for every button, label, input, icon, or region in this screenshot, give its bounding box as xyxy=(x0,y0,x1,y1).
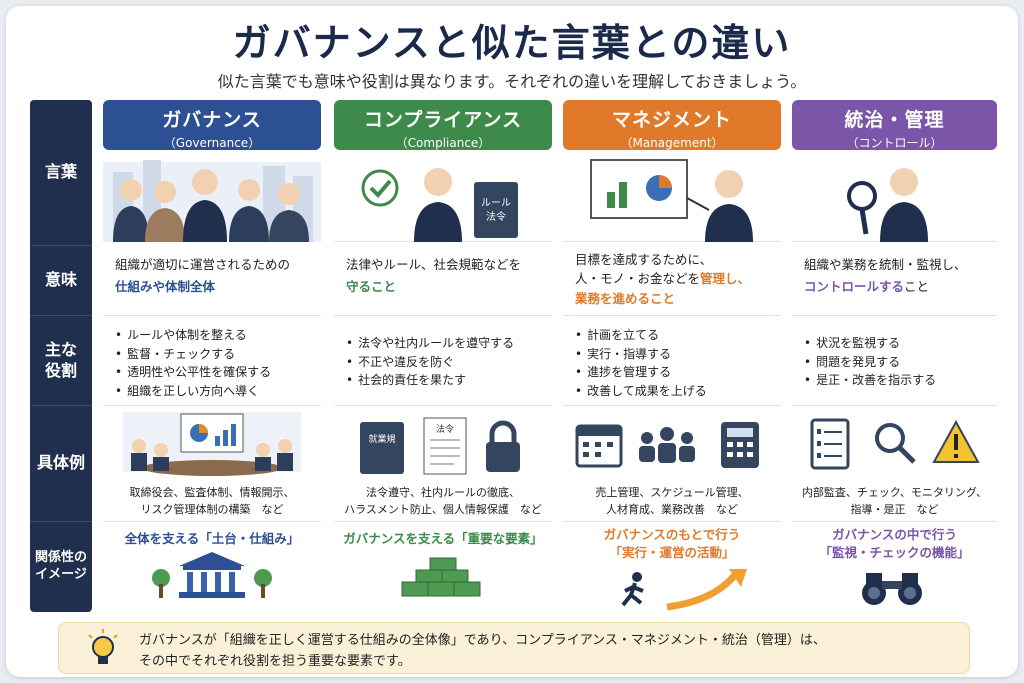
magnifier-icon xyxy=(875,423,905,453)
page-title: ガバナンスと似た言葉との違い xyxy=(232,21,792,65)
relation-text: ガバナンスの中で行う 「監視・チェックの機能」 xyxy=(819,527,970,560)
building-blocks-icon xyxy=(401,557,481,596)
compliance-person-icon: ルール 法令 xyxy=(361,168,518,242)
meaning-tail: こと xyxy=(904,278,930,294)
presenter-chart-icon xyxy=(590,159,753,242)
term-english: （コントロール） xyxy=(846,136,943,150)
examples-governance: 取締役会、監査体制、情報開示、 リスク管理体制の構築 など xyxy=(103,406,321,522)
meaning-compliance: 法律やルール、社会規範などを 守ること xyxy=(334,246,552,316)
role-item: 是正・改善を指示する xyxy=(804,371,997,390)
role-item: 状況を監視する xyxy=(804,334,997,353)
relation-control: ガバナンスの中で行う 「監視・チェックの機能」 xyxy=(792,522,997,612)
row-label-relation: 関係性の イメージ xyxy=(34,550,87,582)
building-foundation-icon xyxy=(152,551,272,598)
role-item: ルールや体制を整える xyxy=(115,326,321,345)
meaning-management: 目標を達成するために、 人・モノ・お金などを管理し、 業務を進めること xyxy=(563,246,781,316)
role-item: 組織を正しい方向へ導く xyxy=(115,382,321,401)
meaning-governance: 組織が適切に運営されるための 仕組みや体制全体 xyxy=(103,246,321,316)
role-item: 透明性や公平性を確保する xyxy=(115,363,321,382)
summary-note: ガバナンスが「組織を正しく運営する仕組みの全体像」であり、コンプライアンス・マネ… xyxy=(58,622,970,674)
term-english: （Management） xyxy=(620,136,724,150)
meaning-highlight: コントロールする xyxy=(804,278,905,294)
examples-text: 内部監査、チェック、モニタリング、 指導・是正 など xyxy=(801,486,988,517)
term-name: コンプライアンス xyxy=(363,109,523,131)
svg-text:ルール: ルール xyxy=(481,198,511,209)
relation-governance: 全体を支える「土台・仕組み」 xyxy=(103,522,321,612)
role-item: 法令や社内ルールを遵守する xyxy=(346,334,552,353)
row-label-roles: 主な 役割 xyxy=(30,316,92,406)
row-label-examples: 具体例 xyxy=(30,406,92,522)
svg-text:法令: 法令 xyxy=(486,210,506,223)
relation-text: ガバナンスを支える「重要な要素」 xyxy=(343,531,543,546)
header-governance: ガバナンス （Governance） xyxy=(103,100,321,150)
meaning-highlight: 仕組みや体制全体 xyxy=(115,278,216,294)
illustration-control xyxy=(792,152,997,242)
term-english: （Compliance） xyxy=(395,136,491,150)
role-item: 不正や違反を防ぐ xyxy=(346,353,552,372)
audit-tools-icon xyxy=(810,418,980,470)
meaning-control: 組織や業務を統制・監視し、 コントロールすること xyxy=(792,246,997,316)
illustration-management xyxy=(563,152,781,242)
illustration-governance xyxy=(103,152,321,242)
executives-group-icon xyxy=(103,160,321,242)
roles-control: 状況を監視する 問題を発見する 是正・改善を指示する xyxy=(792,316,997,406)
relation-text: 全体を支える「土台・仕組み」 xyxy=(124,531,300,546)
role-item: 社会的責任を果たす xyxy=(346,371,552,390)
board-meeting-icon xyxy=(123,412,301,476)
row-label-column: 言葉 意味 主な 役割 具体例 関係性の イメージ xyxy=(30,100,92,612)
meaning-text: 法律やルール、社会規範などを xyxy=(346,257,522,272)
examples-text: 売上管理、スケジュール管理、 人材育成、業務改善 など xyxy=(595,486,749,517)
column-control: 統治・管理 （コントロール） 組織や業務を統制・監視し、 コントロールすること … xyxy=(792,100,1010,612)
header-compliance: コンプライアンス （Compliance） xyxy=(334,100,552,150)
column-compliance: コンプライアンス （Compliance） ルール 法令 法律やルール、社会規範… xyxy=(334,100,552,612)
svg-text:就業規: 就業規 xyxy=(368,433,395,445)
meaning-text: 目標を達成するために、 人・モノ・お金などを xyxy=(575,252,713,287)
summary-text: ガバナンスが「組織を正しく運営する仕組みの全体像」であり、コンプライアンス・マネ… xyxy=(139,633,826,669)
page-subtitle: 似た言葉でも意味や役割は異なります。それぞれの違いを理解しておきましょう。 xyxy=(217,72,807,91)
relation-management: ガバナンスのもとで行う 「実行・運営の活動」 xyxy=(563,522,781,612)
relation-compliance: ガバナンスを支える「重要な要素」 xyxy=(334,522,552,612)
examples-text: 法令遵守、社内ルールの徹底、 ハラスメント防止、個人情報保護 など xyxy=(344,486,542,517)
row-label-meaning: 意味 xyxy=(30,246,92,316)
binoculars-icon xyxy=(862,573,922,605)
meaning-highlight: 管理し、 業務を進めること xyxy=(575,271,751,306)
header-management: マネジメント （Management） xyxy=(563,100,781,150)
role-item: 実行・指導する xyxy=(575,345,781,364)
meaning-highlight: 守ること xyxy=(346,278,397,294)
examples-compliance: 就業規 法令 法令遵守、社内ルールの徹底、 ハラスメント防止、個人情報保護 など xyxy=(334,406,552,522)
term-name: マネジメント xyxy=(611,109,732,131)
management-tools-icon xyxy=(575,422,759,468)
illustration-compliance: ルール 法令 xyxy=(334,152,552,242)
term-name: 統治・管理 xyxy=(844,109,945,131)
term-name: ガバナンス xyxy=(162,109,262,131)
role-item: 監督・チェックする xyxy=(115,345,321,364)
role-item: 問題を発見する xyxy=(804,353,997,372)
magnifier-person-icon xyxy=(847,168,928,242)
roles-governance: ルールや体制を整える 監督・チェックする 透明性や公平性を確保する 組織を正しい… xyxy=(103,316,321,406)
role-item: 進捗を管理する xyxy=(575,363,781,382)
meaning-text: 組織や業務を統制・監視し、 xyxy=(804,257,967,272)
term-english: （Governance） xyxy=(163,136,261,150)
header-control: 統治・管理 （コントロール） xyxy=(792,100,997,150)
role-item: 計画を立てる xyxy=(575,326,781,345)
examples-management: 売上管理、スケジュール管理、 人材育成、業務改善 など xyxy=(563,406,781,522)
roles-management: 計画を立てる 実行・指導する 進捗を管理する 改善して成果を上げる xyxy=(563,316,781,406)
meaning-text: 組織が適切に運営されるための xyxy=(115,257,291,272)
role-item: 改善して成果を上げる xyxy=(575,382,781,401)
row-label-word: 言葉 xyxy=(30,100,92,246)
relation-text: ガバナンスのもとで行う 「実行・運営の活動」 xyxy=(603,527,741,560)
roles-compliance: 法令や社内ルールを遵守する 不正や違反を防ぐ 社会的責任を果たす xyxy=(334,316,552,406)
examples-control: 内部監査、チェック、モニタリング、 指導・是正 など xyxy=(792,406,997,522)
rulebook-icon xyxy=(474,182,518,238)
lock-icon xyxy=(486,442,520,472)
running-arrow-icon xyxy=(621,569,747,611)
examples-text: 取締役会、監査体制、情報開示、 リスク管理体制の構築 など xyxy=(129,486,295,517)
svg-text:法令: 法令 xyxy=(436,423,454,435)
rules-documents-icon: 就業規 法令 xyxy=(360,417,520,475)
column-management: マネジメント （Management） 目標を達成するために、 人・モノ・お金な… xyxy=(563,100,781,612)
lightbulb-icon xyxy=(88,629,118,664)
column-governance: ガバナンス （Governance） 組織が適切に運営されるための 仕組みや体制… xyxy=(103,100,321,612)
team-icon xyxy=(639,427,695,463)
